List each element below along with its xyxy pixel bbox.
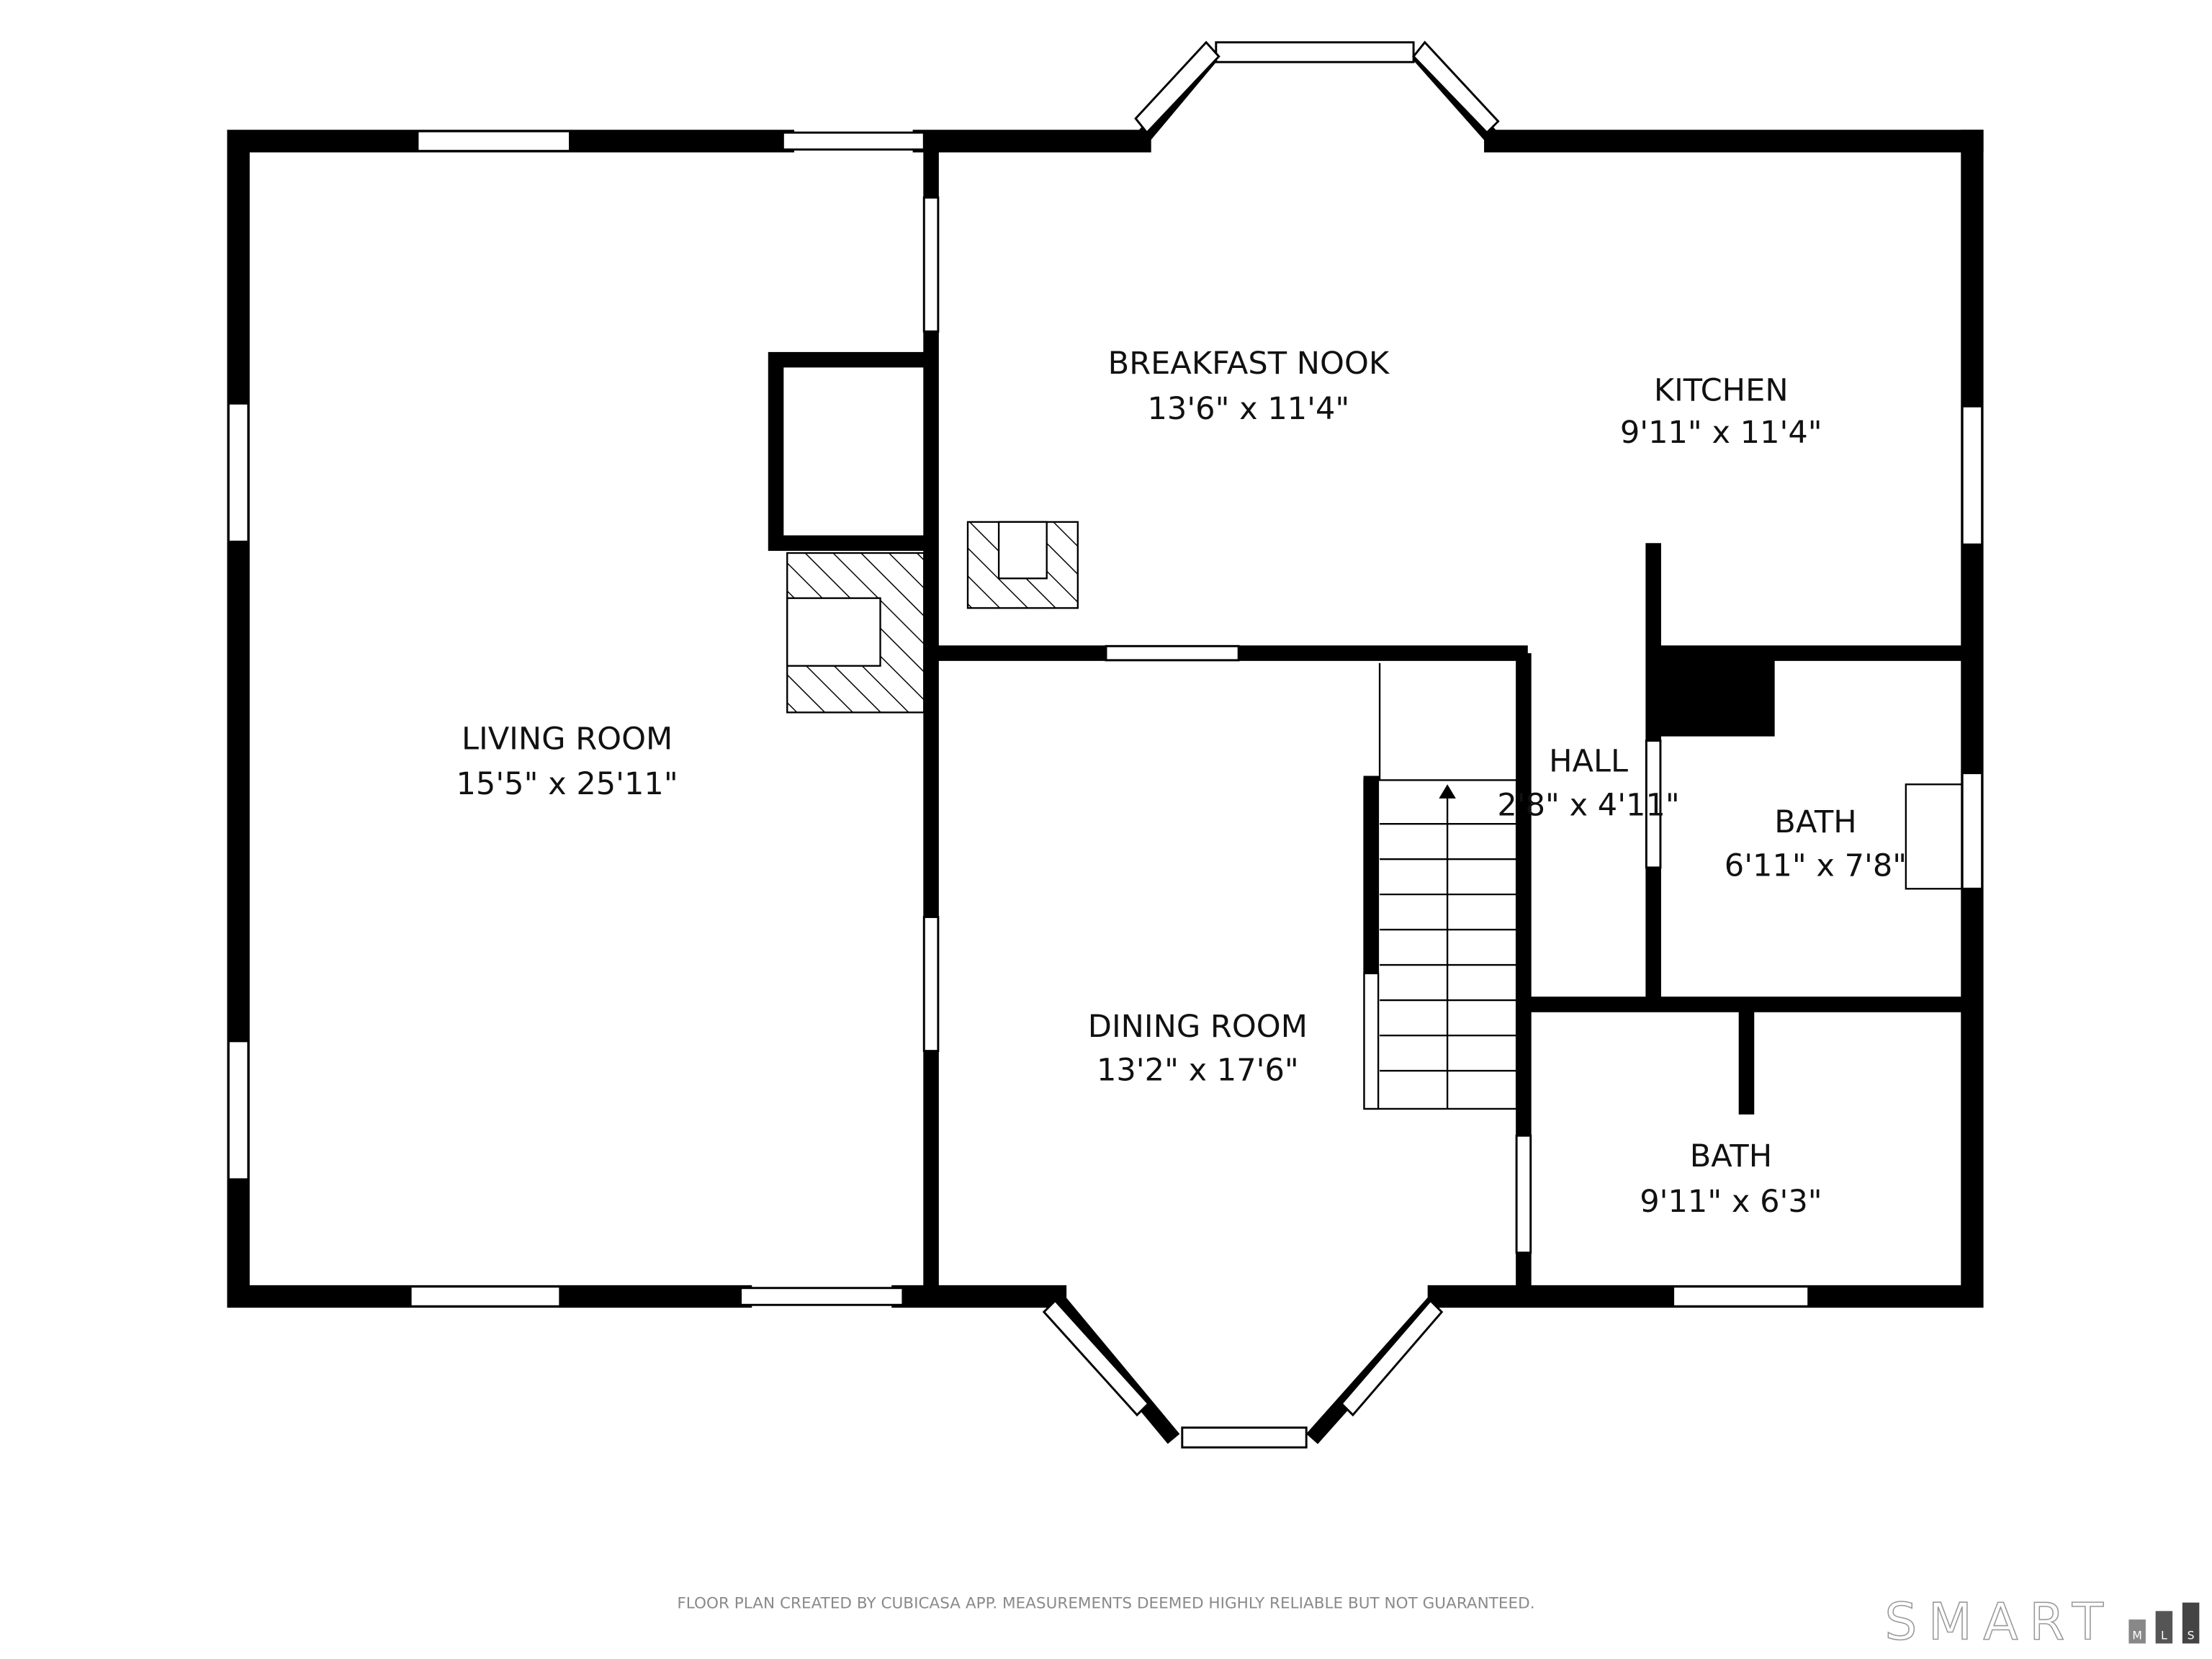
room-size: 9'11" x 6'3" [1640,1184,1822,1220]
smart-mls-logo: SMART M L S [1884,1592,2200,1652]
svg-text:S: S [2188,1629,2195,1642]
svg-text:M: M [2132,1629,2142,1642]
svg-text:L: L [2161,1629,2167,1642]
room-hall: HALL 2'8" x 4'11" [1497,744,1679,824]
room-size: 9'11" x 11'4" [1620,415,1822,451]
room-kitchen: KITCHEN 9'11" x 11'4" [1620,372,1822,451]
room-size: 15'5" x 25'11" [457,766,678,802]
room-size: 13'6" x 11'4" [1148,391,1350,427]
room-size: 6'11" x 7'8" [1725,848,1907,884]
room-name: LIVING ROOM [462,721,673,757]
windows [227,40,1984,1449]
room-size: 2'8" x 4'11" [1497,787,1679,823]
room-name: HALL [1549,744,1628,780]
room-bath-lower: BATH 9'11" x 6'3" [1640,1138,1822,1220]
room-size: 13'2" x 17'6" [1097,1053,1299,1089]
logo-text: SMART [1884,1593,2114,1652]
disclaimer: FLOOR PLAN CREATED BY CUBICASA APP. MEAS… [677,1594,1534,1612]
room-breakfast-nook: BREAKFAST NOOK 13'6" x 11'4" [1108,346,1390,427]
room-dining-room: DINING ROOM 13'2" x 17'6" [1088,1009,1308,1089]
room-name: BATH [1774,804,1856,840]
room-name: DINING ROOM [1088,1009,1308,1045]
fireplace [786,521,1079,714]
room-name: KITCHEN [1654,372,1789,408]
stair-arrow-icon [1439,784,1456,799]
room-name: BATH [1690,1138,1772,1174]
room-bath-upper: BATH 6'11" x 7'8" [1725,804,1907,884]
room-living-room: LIVING ROOM 15'5" x 25'11" [457,721,678,802]
interior-walls [768,140,1972,1297]
room-name: BREAKFAST NOOK [1108,346,1390,382]
staircase [1363,662,1964,1110]
